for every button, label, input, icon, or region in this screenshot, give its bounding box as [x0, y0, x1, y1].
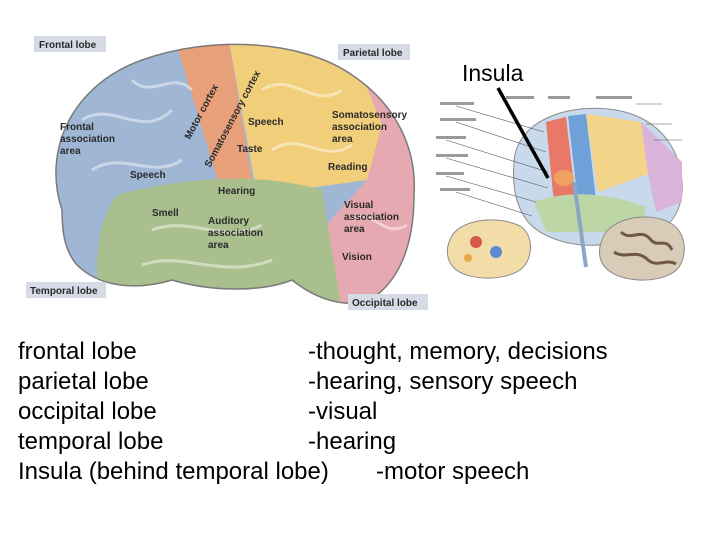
label-frontal-lobe: Frontal lobe — [39, 40, 97, 51]
list-item: parietal lobe -hearing, sensory speech — [18, 368, 708, 398]
label-parietal-lobe: Parietal lobe — [343, 48, 403, 59]
label-hearing: Hearing — [218, 186, 255, 197]
parietal-region — [227, 44, 382, 195]
insula-reference-figure — [436, 96, 685, 281]
label-frontal-association-line-3: area — [60, 146, 81, 157]
label-taste: Taste — [237, 144, 263, 155]
lobe-name: temporal lobe — [18, 428, 164, 455]
insula-label: Insula — [462, 60, 524, 86]
label-frontal-association-line-2: association — [60, 134, 115, 145]
label-vision: Vision — [342, 252, 372, 263]
motor-cortex-region — [172, 44, 257, 210]
lobe-function: -hearing — [308, 428, 397, 455]
list-item: temporal lobe -hearing — [18, 428, 708, 458]
lobe-function-list: frontal lobe -thought, memory, decisions… — [18, 338, 708, 488]
label-temporal-lobe: Temporal lobe — [30, 286, 98, 297]
lobe-name: Insula (behind temporal lobe) — [18, 458, 329, 485]
lobe-name: parietal lobe — [18, 368, 149, 395]
label-speech-lower: Speech — [130, 170, 166, 181]
lobe-function: -motor speech — [376, 458, 530, 485]
label-visual-association-line-2: association — [344, 212, 399, 223]
list-item: occipital lobe -visual — [18, 398, 708, 428]
label-reading: Reading — [328, 162, 367, 173]
brain-lobes-diagram: Frontal lobe Parietal lobe Temporal lobe… — [26, 36, 428, 310]
temporal-region — [97, 178, 342, 304]
label-auditory-association-line-2: association — [208, 228, 263, 239]
lobe-name: frontal lobe — [18, 338, 137, 365]
label-somatosensory-association-line-1: Somatosensory — [332, 110, 407, 121]
small-brain-left — [446, 219, 531, 279]
list-item: frontal lobe -thought, memory, decisions — [18, 338, 708, 368]
label-smell: Smell — [152, 208, 179, 219]
list-item: Insula (behind temporal lobe) -motor spe… — [18, 458, 708, 488]
label-auditory-association-line-1: Auditory — [208, 216, 250, 227]
label-visual-association-line-1: Visual — [344, 200, 373, 211]
small-brain-right — [599, 216, 685, 281]
lobe-function: -thought, memory, decisions — [308, 338, 608, 365]
lobe-function: -visual — [308, 398, 378, 425]
label-auditory-association-line-3: area — [208, 240, 229, 251]
lobe-function: -hearing, sensory speech — [308, 368, 578, 395]
label-somatosensory-association-line-2: association — [332, 122, 387, 133]
lobe-name: occipital lobe — [18, 398, 157, 425]
label-somatosensory-association-line-3: area — [332, 134, 353, 145]
label-visual-association-line-3: area — [344, 224, 365, 235]
label-speech-upper: Speech — [248, 117, 284, 128]
brain-colored-detail — [513, 107, 683, 246]
label-occipital-lobe: Occipital lobe — [352, 298, 418, 309]
label-frontal-association-line-1: Frontal — [60, 122, 94, 133]
